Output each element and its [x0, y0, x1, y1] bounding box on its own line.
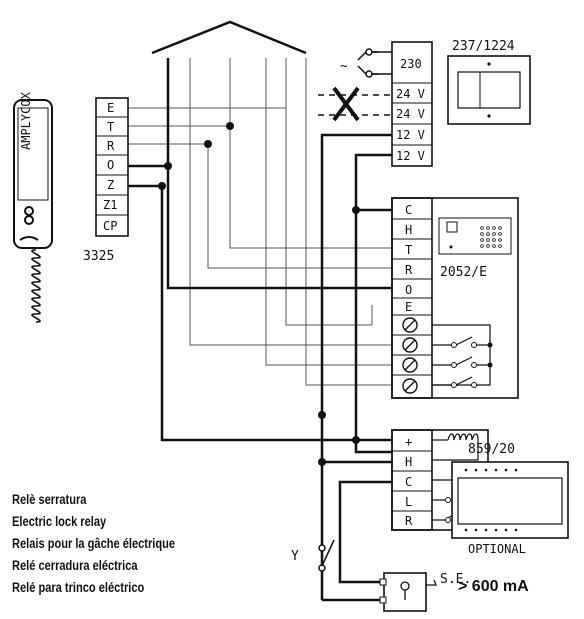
ac-symbol: ~ — [340, 59, 348, 74]
power-terminal-24v-1: 24 V — [396, 87, 425, 101]
handset-model: 3325 — [83, 249, 114, 264]
keypad-icon — [480, 226, 502, 248]
junction-dots — [158, 122, 360, 466]
handset-terminal-z1: Z1 — [103, 198, 117, 212]
relay-model: 859/20 — [468, 442, 515, 457]
panel-terminal-c: C — [405, 203, 412, 217]
legend: Relè serratura Electric lock relay Relai… — [12, 489, 175, 599]
panel-terminal-t: T — [405, 243, 412, 257]
legend-line-it: Relè serratura — [12, 492, 87, 507]
relay-optional-note: OPTIONAL — [468, 542, 526, 556]
relay-terminal-strip: + H C L R — [391, 429, 489, 531]
relay-unit — [451, 461, 569, 539]
handset-terminal-t: T — [107, 120, 114, 134]
power-terminal-strip: 230 24 V 24 V 12 V 12 V — [391, 41, 433, 167]
panel-terminal-r: R — [405, 263, 413, 277]
power-terminal-24v-2: 24 V — [396, 107, 425, 121]
handset-terminal-cp: CP — [103, 219, 117, 233]
handset-terminal-o: O — [107, 158, 114, 172]
power-terminal-230: 230 — [400, 57, 422, 71]
electric-lock — [379, 572, 437, 612]
relay-terminal-c: C — [405, 475, 412, 489]
power-terminal-12v-2: 12 V — [396, 149, 425, 163]
screw-terminal-icons — [402, 317, 418, 394]
legend-line-pt: Relé para trinco eléctrico — [12, 580, 145, 595]
handset-3325: AMPLYCOX — [13, 91, 53, 323]
panel-terminal-h: H — [405, 223, 412, 237]
power-supply-unit — [447, 55, 531, 125]
switch-label: Y — [291, 549, 299, 564]
relay-terminal-h: H — [405, 455, 412, 469]
legend-line-en: Electric lock relay — [12, 514, 107, 529]
ac-input: ~ — [318, 48, 392, 122]
lock-label: S.E. — [440, 572, 471, 587]
current-note: > 600 mA — [458, 578, 529, 595]
panel-terminal-e: E — [405, 300, 412, 314]
relay-terminal-r: R — [405, 514, 413, 528]
legend-line-fr: Relais pour la gâche électrique — [12, 536, 176, 551]
building-roof — [151, 20, 307, 55]
door-panel-2052e: C H T R O E — [391, 197, 519, 399]
door-panel-model: 2052/E — [440, 265, 487, 280]
legend-line-es: Relé cerradura eléctrica — [12, 558, 138, 573]
handset-terminal-strip: E T R O Z Z1 CP — [95, 97, 129, 237]
power-supply-model: 237/1224 — [452, 39, 515, 54]
handset-brand: AMPLYCOX — [19, 91, 33, 150]
handset-terminal-e: E — [107, 101, 114, 115]
power-wires — [128, 58, 392, 602]
switch-y — [318, 539, 335, 572]
relay-terminal-plus: + — [405, 435, 412, 449]
handset-terminal-z: Z — [107, 178, 114, 192]
relay-terminal-l: L — [405, 495, 412, 509]
handset-terminal-r: R — [107, 139, 115, 153]
power-terminal-12v-1: 12 V — [396, 128, 425, 142]
panel-terminal-o: O — [405, 283, 412, 297]
